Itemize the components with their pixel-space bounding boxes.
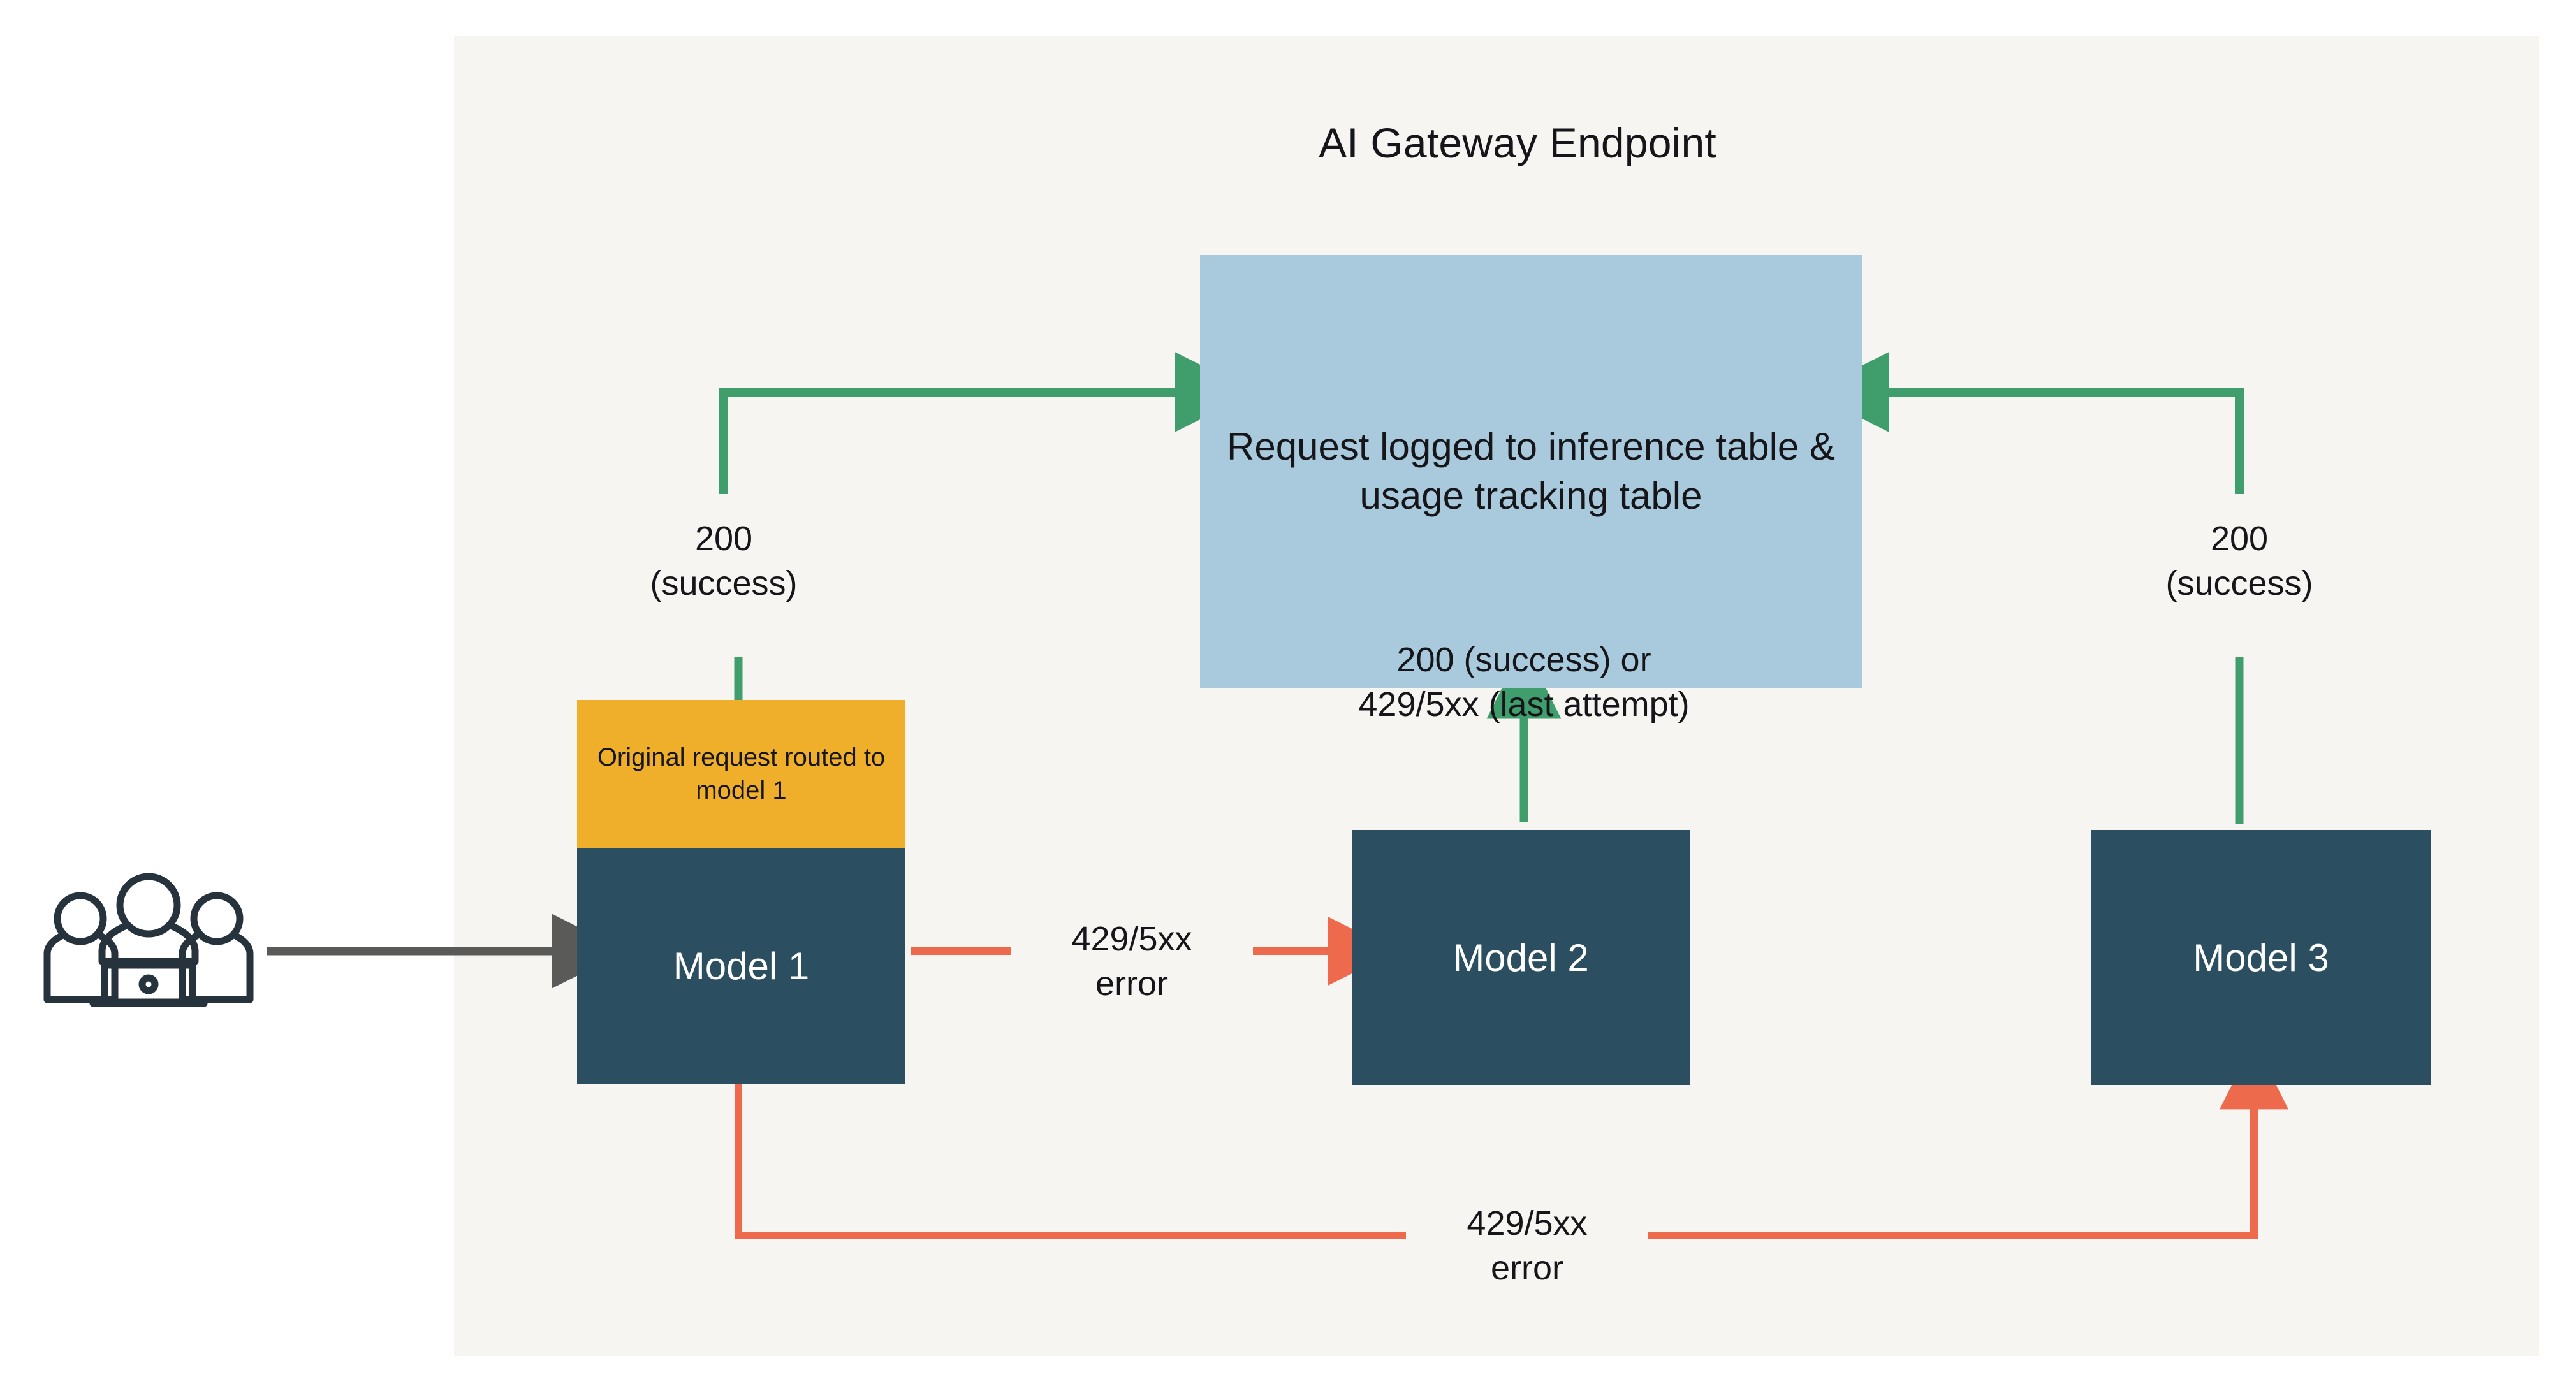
edge-label-model2-outcome: 200 (success) or 429/5xx (last attempt) [1358,641,1690,724]
edge-label-model1-success: 200 (success) [650,520,798,603]
edge-label-model1-to-model3-error: 429/5xx error [1467,1204,1588,1288]
model2-box: Model 2 [1352,830,1690,1085]
model1-header-label: Original request routed to model 1 [597,743,886,805]
edge-label-model3-success: 200 (success) [2165,520,2313,603]
edge-model1-to-model3-b [1648,1040,2288,1239]
page-title: AI Gateway Endpoint [1319,119,1716,166]
model2-label: Model 2 [1453,936,1589,979]
log-box-label: Request logged to inference table & usag… [1227,425,1835,517]
users-with-laptop-icon [43,873,254,1007]
edge-model3-to-logbox [1808,352,2244,494]
edge-model1-to-logbox [719,352,1255,494]
edge-label-model1-to-model2-error: 429/5xx error [1071,920,1192,1003]
log-box: Request logged to inference table & usag… [1200,255,1862,688]
model1-box: Model 1 [577,848,905,1084]
model1-label: Model 1 [673,944,810,987]
edge-model1-to-model3-a [735,1084,1406,1239]
model1-header: Original request routed to model 1 [577,700,905,848]
model3-label: Model 3 [2193,936,2329,979]
model3-box: Model 3 [2091,830,2431,1085]
